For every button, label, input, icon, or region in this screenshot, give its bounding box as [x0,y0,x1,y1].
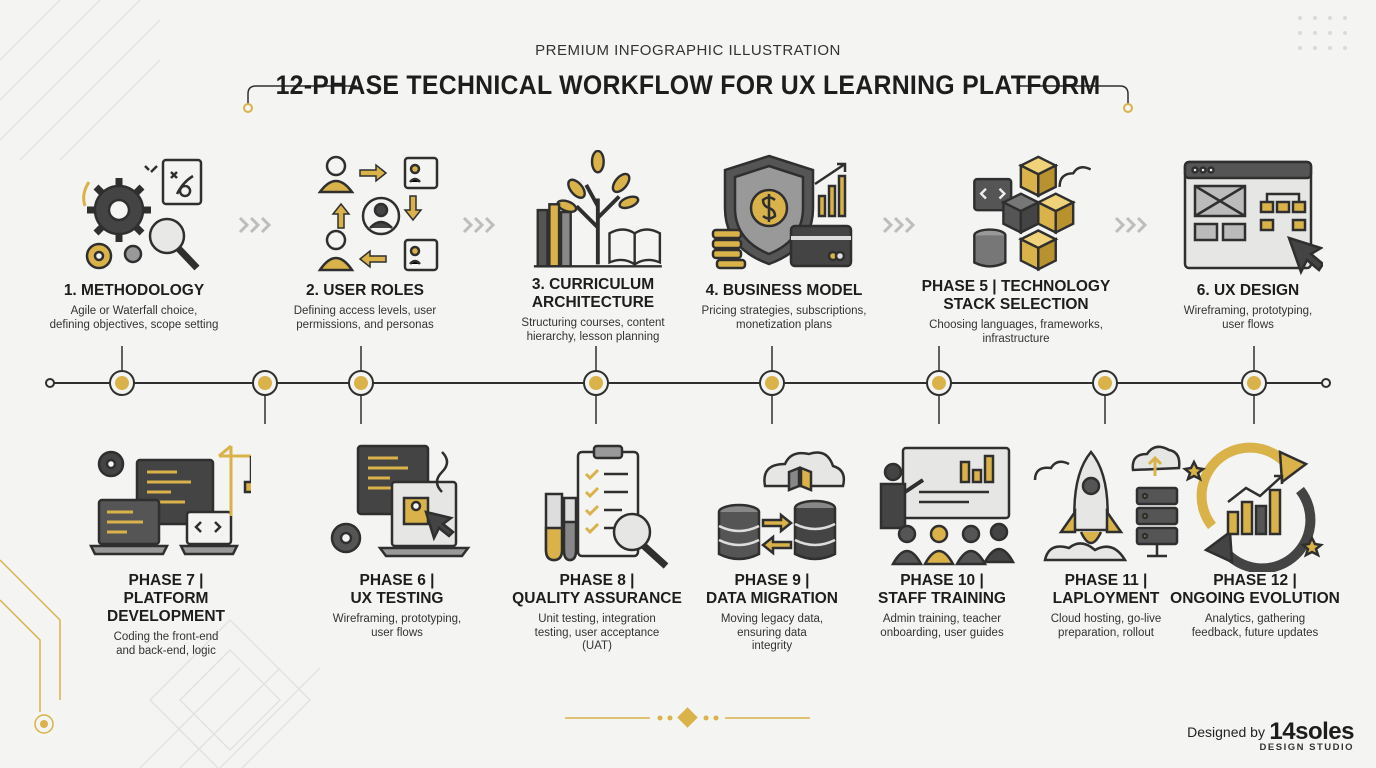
timeline-node-dot [765,376,779,390]
phase-title: PHASE 7 | PLATFORM DEVELOPMENT [107,572,225,625]
knowledge-tree-icon [533,150,662,268]
user-roles-icon [317,155,439,272]
phase-9-data-migration: PHASE 9 | DATA MIGRATION Moving legacy d… [672,442,872,654]
phase-description: Admin training, teacher onboarding, user… [880,613,1004,639]
presentation-audience-icon [879,446,1016,566]
phase-description: Cloud hosting, go-live preparation, roll… [1050,613,1162,639]
gears-magnifier-icon [82,158,203,271]
chevron-arrows-icon [238,216,272,234]
phase-description: Defining access levels, user permissions… [293,305,437,331]
phase-description: Analytics, gathering feedback, future up… [1191,613,1319,639]
phase-title: PHASE 5 | TECHNOLOGY STACK SELECTION [921,278,1111,313]
laptop-cursor-icon [330,444,471,558]
chevron-arrows-icon [462,216,496,234]
phase-title: PHASE 8 | QUALITY ASSURANCE [512,572,682,607]
phase-description: Wireframing, prototyping, user flows [332,613,462,639]
growth-cycle-icon [1182,442,1324,572]
timeline-node-dot [932,376,946,390]
credit-studio: DESIGN STUDIO [1259,742,1354,753]
phase-title: PHASE 12 | ONGOING EVOLUTION [1170,572,1340,607]
rocket-server-icon [1033,445,1181,562]
phase-4-business-model: 4. BUSINESS MODEL Pricing strategies, su… [684,152,884,332]
phase-ux-testing: PHASE 6 | UX TESTING Wireframing, protot… [297,442,497,640]
credit-designed-by: Designed by [1187,724,1265,740]
designer-credit: Designed by 14soles DESIGN STUDIO [1187,718,1354,753]
phase-title: 6. UX DESIGN [1196,282,1300,299]
timeline-node-dot [1098,376,1112,390]
phase-title: 2. USER ROLES [306,282,424,299]
phase-title: PHASE 6 | UX TESTING [350,572,444,607]
timeline-end-cap [1321,378,1331,388]
page-title: 12-PHASE TECHNICAL WORKFLOW FOR UX LEARN… [275,70,1101,100]
timeline-node-dot [115,376,129,390]
tech-stack-cubes-icon [973,155,1091,272]
header-subtitle: PREMIUM INFOGRAPHIC ILLUSTRATION [535,42,841,59]
phase-2-user-roles: 2. USER ROLES Defining access levels, us… [265,152,465,332]
phase-description: Moving legacy data, ensuring data integr… [720,613,824,652]
timeline-node-dot [1247,376,1261,390]
chevron-arrows-icon [882,216,916,234]
wireframe-window-icon [1183,160,1323,276]
devices-crane-icon [88,444,251,556]
phase-title: 3. CURRICULUM ARCHITECTURE [531,276,655,311]
phase-description: Coding the front-end and back-end, logic [113,631,219,657]
phase-3-curriculum-architecture: 3. CURRICULUM ARCHITECTURE Structuring c… [493,150,693,344]
credit-brand: 14soles [1269,718,1354,745]
timeline-start-cap [45,378,55,388]
phase-11-laployment: PHASE 11 | LAPLOYMENT Cloud hosting, go-… [1006,442,1206,640]
phase-12-ongoing-evolution: PHASE 12 | ONGOING EVOLUTION Analytics, … [1155,442,1355,640]
phase-description: Pricing strategies, subscriptions, monet… [701,305,867,331]
shield-dollar-icon [711,154,853,270]
chevron-arrows-icon [1114,216,1148,234]
timeline-node-dot [354,376,368,390]
phase-title: 4. BUSINESS MODEL [705,282,863,299]
phase-10-staff-training: PHASE 10 | STAFF TRAINING Admin training… [842,442,1042,640]
phase-description: Unit testing, integration testing, user … [534,613,660,652]
database-transfer-icon [717,451,846,561]
phase-1-methodology: 1. METHODOLOGY Agile or Waterfall choice… [34,152,234,332]
checklist-magnifier-icon [544,444,669,569]
phase-7-platform-development: PHASE 7 | PLATFORM DEVELOPMENT Coding th… [66,442,266,658]
phase-title: 1. METHODOLOGY [63,282,205,299]
phase-title: PHASE 9 | DATA MIGRATION [705,572,838,607]
phase-description: Structuring courses, content hierarchy, … [521,317,665,343]
phase-title: PHASE 11 | LAPLOYMENT [1052,572,1160,607]
timeline-node-dot [258,376,272,390]
phase-description: Choosing languages, frameworks, infrastr… [929,319,1103,345]
phase-6-ux-design: 6. UX DESIGN Wireframing, prototyping, u… [1148,152,1348,332]
phase-description: Wireframing, prototyping, user flows [1183,305,1313,331]
timeline-node-dot [589,376,603,390]
phase-title: PHASE 10 | STAFF TRAINING [877,572,1006,607]
phase-5-technology-stack: PHASE 5 | TECHNOLOGY STACK SELECTION Cho… [916,152,1116,346]
phase-8-quality-assurance: PHASE 8 | QUALITY ASSURANCE Unit testing… [497,442,697,654]
phase-description: Agile or Waterfall choice, defining obje… [49,305,219,331]
